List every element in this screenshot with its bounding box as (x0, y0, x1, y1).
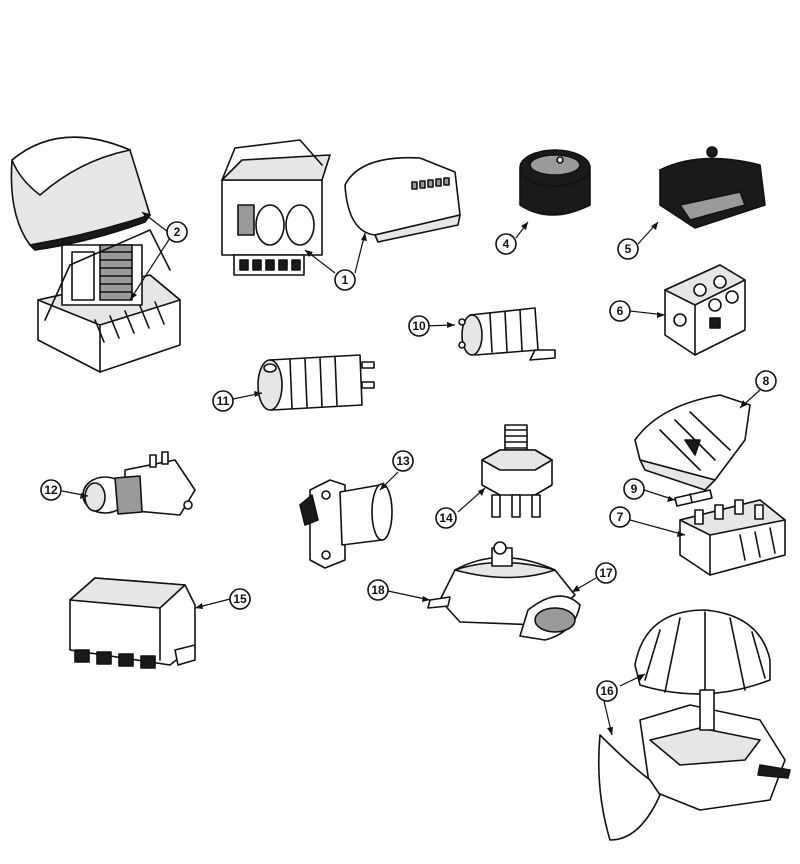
callout-7-label: 7 (617, 510, 624, 524)
callout-11: 11 (212, 390, 234, 412)
callout-6: 6 (609, 300, 631, 322)
part-pressure-switch (481, 424, 553, 518)
callout-2: 2 (166, 221, 188, 243)
callout-11-label: 11 (217, 394, 230, 408)
callout-5: 5 (617, 238, 639, 260)
callout-18-label: 18 (371, 583, 385, 597)
callout-13-label: 13 (396, 454, 410, 468)
callout-6-label: 6 (617, 304, 624, 318)
callout-5-label: 5 (625, 242, 632, 256)
callout-16: 16 (596, 680, 618, 702)
callout-4-label: 4 (503, 237, 510, 251)
callout-10-label: 10 (412, 319, 426, 333)
callout-12-label: 12 (44, 483, 58, 497)
callout-1: 1 (334, 269, 356, 291)
callout-9-label: 9 (631, 482, 638, 496)
callout-17-label: 17 (599, 566, 613, 580)
part-regulator-terminals (221, 139, 461, 276)
callout-9: 9 (623, 478, 645, 500)
callout-13: 13 (392, 450, 414, 472)
leader-lines (61, 211, 761, 736)
part-fuse-cartridge (674, 489, 713, 507)
callout-17: 17 (595, 562, 617, 584)
callout-7: 7 (609, 506, 631, 528)
part-control-box (69, 577, 196, 669)
callout-10: 10 (408, 315, 430, 337)
callout-12: 12 (40, 479, 62, 501)
callout-2-label: 2 (174, 225, 181, 239)
callout-16-label: 16 (600, 684, 614, 698)
callout-18: 18 (367, 579, 389, 601)
callout-15: 15 (229, 588, 251, 610)
part-switch-plug (82, 451, 196, 516)
callout-15-label: 15 (233, 592, 247, 606)
part-fuse-block (664, 264, 746, 356)
part-horn-small (427, 541, 581, 641)
part-flasher (257, 354, 375, 411)
callout-14-label: 14 (439, 511, 453, 525)
callout-14: 14 (435, 507, 457, 529)
part-junction-cover (634, 394, 751, 491)
callout-8: 8 (755, 370, 777, 392)
part-box-cover (659, 146, 766, 229)
callout-4: 4 (495, 233, 517, 255)
callout-8-label: 8 (763, 374, 770, 388)
part-fuse-base (679, 499, 786, 576)
part-round-cover (519, 149, 591, 216)
part-relay-small (458, 307, 556, 361)
part-regulator-open (10, 136, 181, 373)
part-horn-large (597, 609, 791, 841)
part-lamp-relay (299, 479, 393, 569)
callout-1-label: 1 (342, 273, 349, 287)
